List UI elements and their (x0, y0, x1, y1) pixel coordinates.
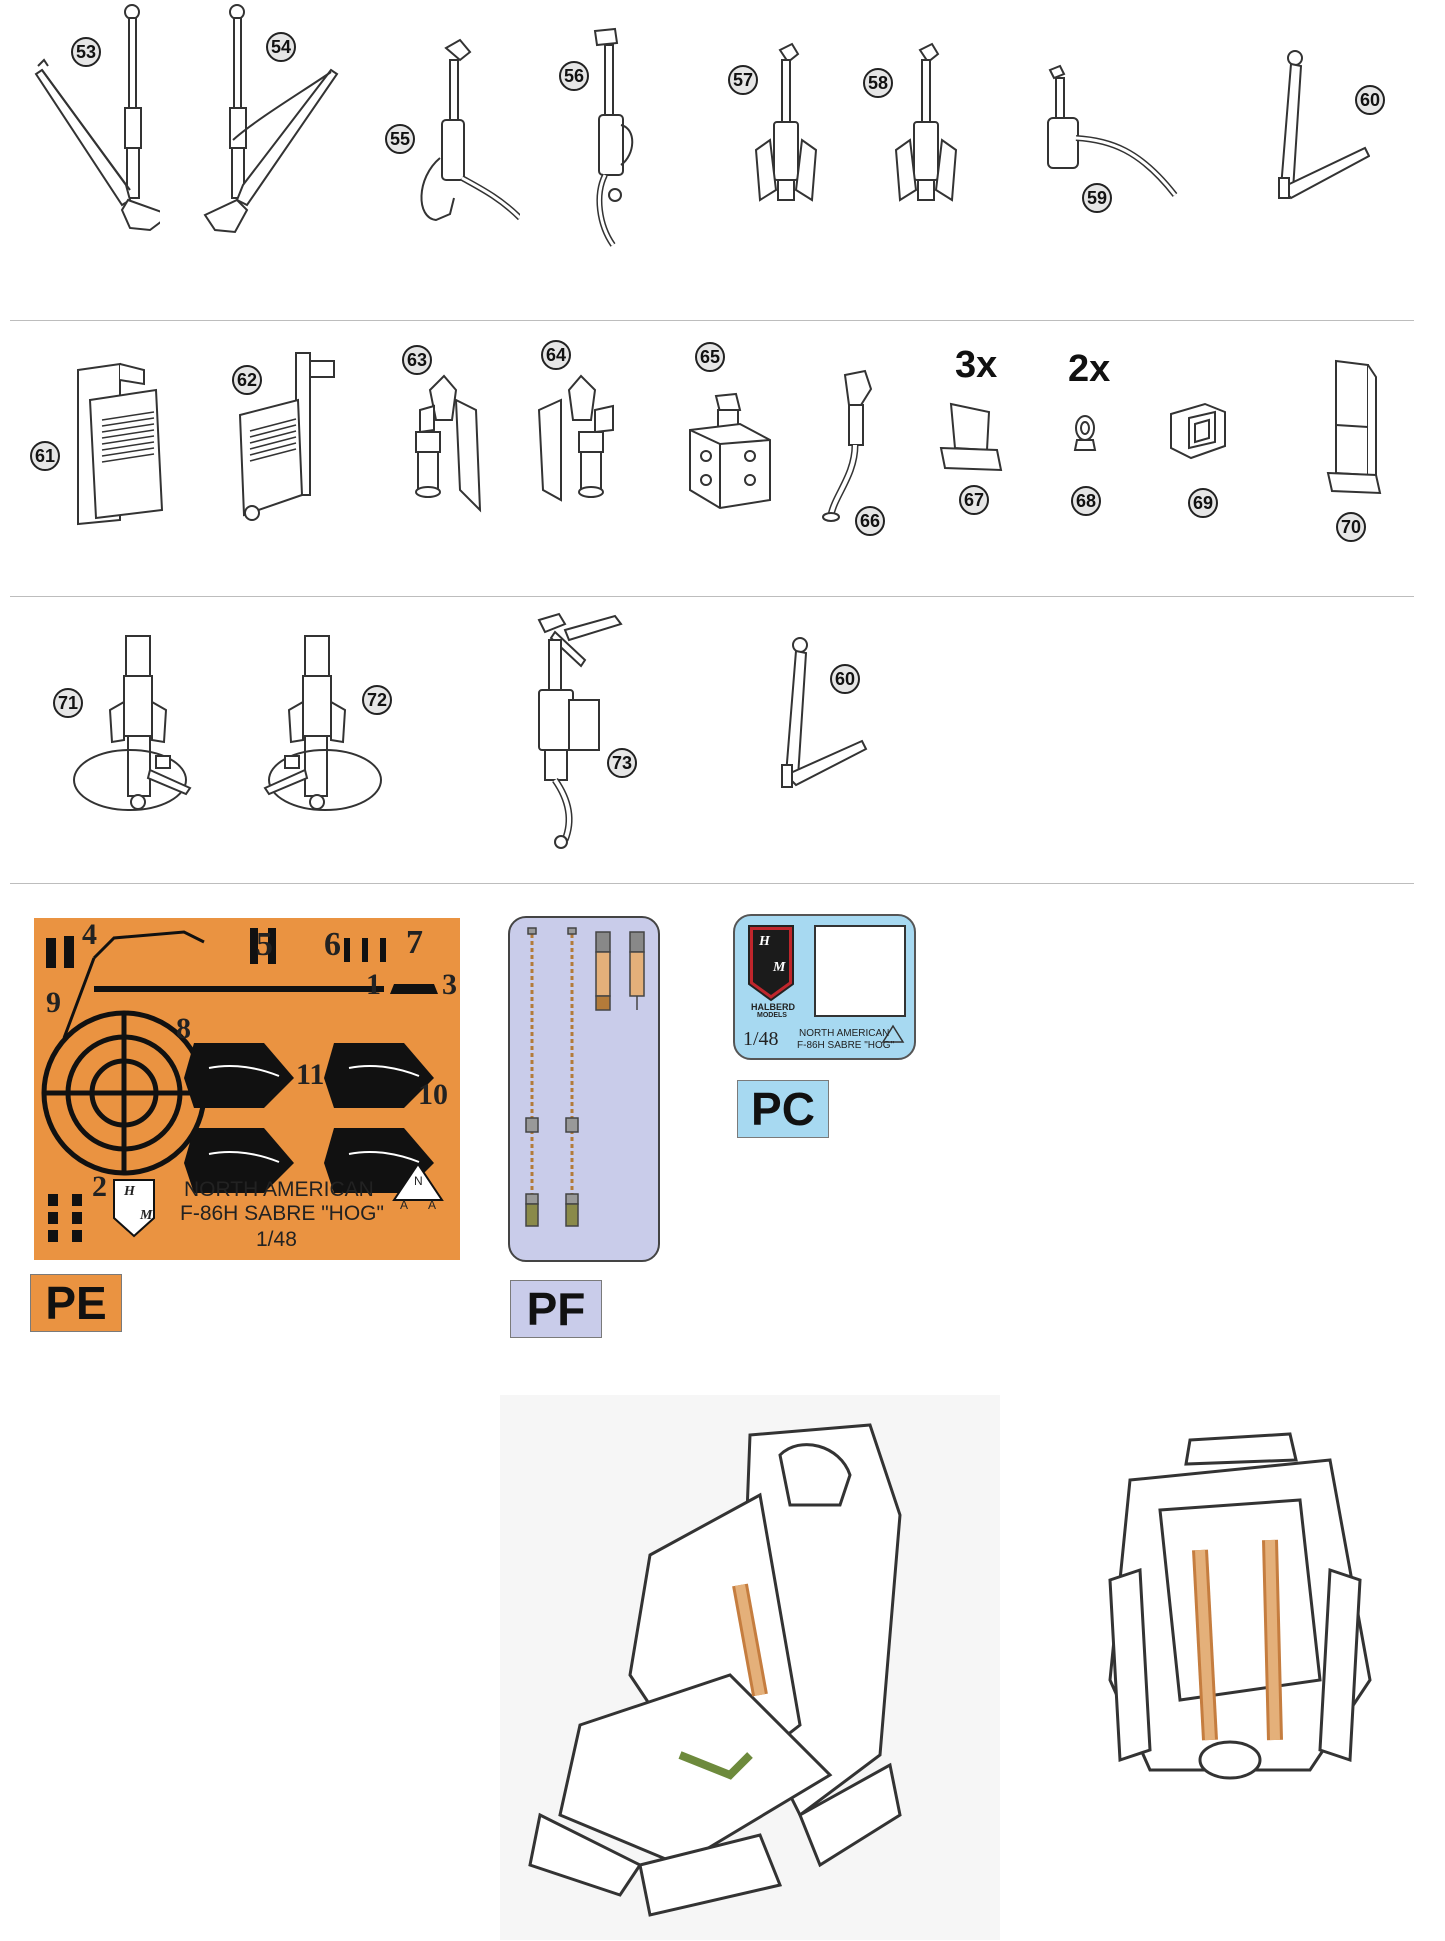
clear-sheet-pc: H M HALBERD MODELS 1/48 NORTH AMERICAN F… (733, 914, 916, 1060)
quantity-label-68: 2x (1068, 348, 1111, 390)
part-number-56: 56 (559, 61, 589, 91)
pe-fret-number-10: 10 (418, 1078, 448, 1111)
part-number-57: 57 (728, 65, 758, 95)
pe-fret-number-7: 7 (406, 924, 423, 961)
part-number-71: 71 (53, 688, 83, 718)
pe-badge-letter-n: N (414, 1174, 423, 1188)
part-number-72: 72 (362, 685, 392, 715)
pc-logo-letter-bottom: M (773, 960, 786, 975)
part-60-drawing-a (1278, 50, 1370, 200)
row-divider-1 (10, 320, 1414, 321)
part-58-drawing (894, 42, 958, 202)
pe-logo-letter-bottom: M (140, 1208, 153, 1223)
part-number-55: 55 (385, 124, 415, 154)
part-number-60: 60 (1355, 85, 1385, 115)
part-number-70: 70 (1336, 512, 1366, 542)
part-72-drawing (263, 635, 382, 811)
part-71-drawing (73, 635, 192, 811)
part-62-drawing (238, 352, 335, 521)
part-73-drawing (537, 612, 623, 849)
part-59-drawing (1047, 64, 1178, 197)
pe-fret-number-9: 9 (46, 986, 61, 1019)
pc-brand-name: HALBERD (751, 1002, 795, 1012)
part-63-drawing (415, 374, 482, 513)
part-number-66: 66 (855, 506, 885, 536)
pc-title-line2: F-86H SABRE "HOG" (797, 1040, 895, 1051)
pe-fret-number-1: 1 (366, 968, 381, 1001)
pe-fret-number-5: 5 (256, 926, 273, 963)
pe-badge-letter-a1: A (400, 1198, 409, 1212)
part-number-64: 64 (541, 340, 571, 370)
pc-title-line1: NORTH AMERICAN (799, 1028, 890, 1039)
part-number-54: 54 (266, 32, 296, 62)
part-55-drawing (420, 38, 520, 222)
pc-artwork (748, 925, 906, 1043)
part-number-61: 61 (30, 441, 60, 471)
part-56-drawing (593, 27, 634, 247)
pe-fret-number-2: 2 (92, 1170, 107, 1203)
part-number-73: 73 (607, 748, 637, 778)
part-57-drawing (754, 42, 818, 202)
photo-etch-sheet-pe: 1 2 3 4 5 6 7 8 9 10 11 H M NORTH AMERIC… (34, 918, 460, 1260)
part-54-drawing (203, 4, 339, 234)
part-60-drawing-b (781, 637, 868, 788)
part-number-59: 59 (1082, 183, 1112, 213)
pf-sheet-label: PF (510, 1280, 602, 1338)
pe-badge-letter-a2: A (428, 1198, 437, 1212)
pc-brand-sub: MODELS (757, 1012, 787, 1019)
pe-title-line2: F-86H SABRE "HOG" (180, 1202, 384, 1225)
pe-scale: 1/48 (256, 1228, 297, 1251)
pe-fret-number-4: 4 (82, 918, 97, 951)
pe-fret-number-11: 11 (296, 1058, 325, 1091)
photo-etch-sheet-pf (508, 916, 660, 1262)
part-number-65: 65 (695, 342, 725, 372)
part-69-drawing (1170, 402, 1226, 460)
row-divider-2 (10, 596, 1414, 597)
part-number-58: 58 (863, 68, 893, 98)
part-65-drawing (689, 392, 771, 510)
pe-fret-number-8: 8 (176, 1012, 191, 1045)
part-number-63: 63 (402, 345, 432, 375)
pe-title-line1: NORTH AMERICAN (184, 1178, 374, 1201)
ejection-seat-front-view-illustration (500, 1395, 1000, 1940)
part-61-drawing (77, 362, 164, 526)
pe-logo-letter-top: H (124, 1184, 135, 1199)
pf-belt-artwork (525, 927, 645, 1227)
ejection-seat-rear-view-illustration (1108, 1432, 1372, 1780)
pe-fret-artwork (41, 928, 444, 1242)
pc-scale: 1/48 (743, 1028, 779, 1050)
pe-fret-number-6: 6 (324, 926, 341, 963)
part-67-drawing (939, 402, 1003, 472)
pc-logo-letter-top: H (759, 934, 770, 949)
part-number-53: 53 (71, 37, 101, 67)
part-70-drawing (1326, 359, 1382, 495)
row-divider-3 (10, 883, 1414, 884)
part-number-60-row3: 60 (830, 664, 860, 694)
part-number-67: 67 (959, 485, 989, 515)
part-66-drawing (822, 369, 873, 522)
part-53-drawing (34, 4, 160, 232)
quantity-label-67: 3x (955, 344, 998, 386)
part-64-drawing (537, 374, 614, 502)
part-number-69: 69 (1188, 488, 1218, 518)
pe-fret-number-3: 3 (442, 968, 457, 1001)
part-68-drawing (1073, 415, 1097, 451)
pe-sheet-label: PE (30, 1274, 122, 1332)
pc-sheet-label: PC (737, 1080, 829, 1138)
part-number-68: 68 (1071, 486, 1101, 516)
part-number-62: 62 (232, 365, 262, 395)
